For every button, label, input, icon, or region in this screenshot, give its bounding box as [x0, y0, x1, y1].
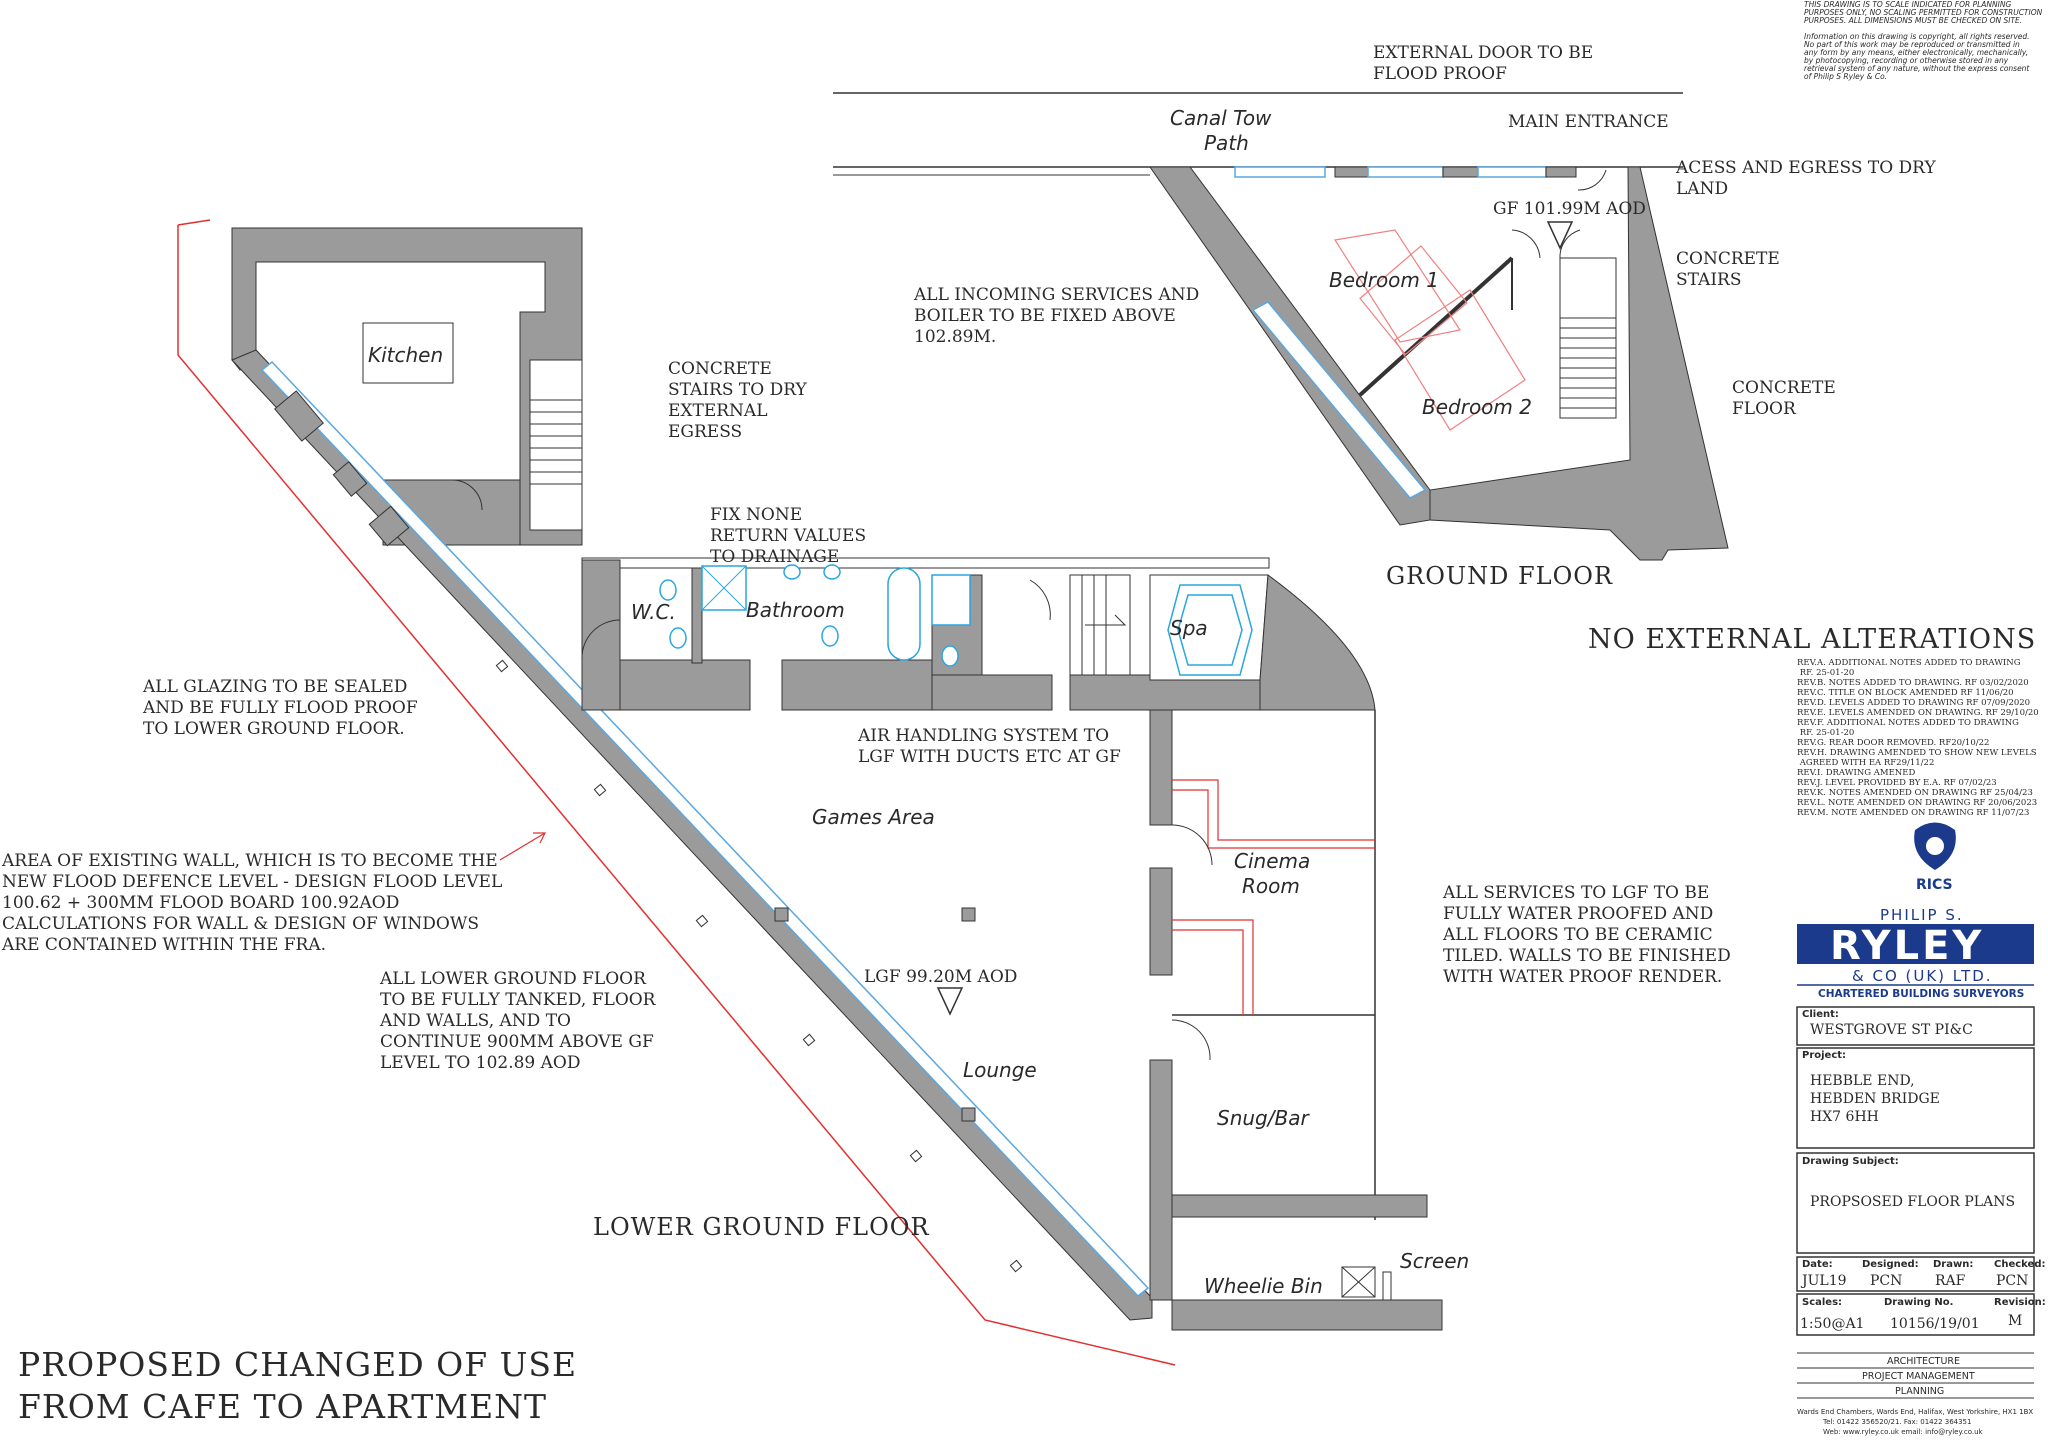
- room-bedroom-1: Bedroom 1: [1329, 268, 1439, 292]
- service-planning: PLANNING: [1895, 1386, 1944, 1397]
- scales-label: Scales:: [1802, 1297, 1842, 1308]
- designed-label: Designed:: [1862, 1259, 1919, 1270]
- heading-ground-floor: GROUND FLOOR: [1386, 562, 1613, 590]
- room-snug-bar: Snug/Bar: [1217, 1106, 1310, 1130]
- drawing-no-label: Drawing No.: [1884, 1297, 1953, 1308]
- date-label: Date:: [1802, 1259, 1833, 1270]
- service-architecture: ARCHITECTURE: [1887, 1356, 1960, 1367]
- note-existing-wall: AREA OF EXISTING WALL, WHICH IS TO BECOM…: [1, 851, 502, 955]
- ground-floor-plan: [833, 92, 1729, 561]
- svg-text:& CO (UK) LTD.: & CO (UK) LTD.: [1852, 967, 1993, 985]
- lower-ground-floor-plan: [177, 219, 1443, 1366]
- revision-value: M: [2008, 1313, 2022, 1329]
- drawn-label: Drawn:: [1933, 1259, 1973, 1270]
- service-project-management: PROJECT MANAGEMENT: [1862, 1371, 1975, 1382]
- heading-lower-ground-floor: LOWER GROUND FLOOR: [593, 1213, 930, 1241]
- rics-logo: RICS: [1914, 822, 1956, 893]
- title-block: RICS PHILIP S. RYLEY & CO (UK) LTD. CHAR…: [1796, 822, 2046, 1436]
- scale-value: 1:50@A1: [1800, 1316, 1864, 1332]
- copyright-text: THIS DRAWING IS TO SCALE INDICATED FOR P…: [1804, 0, 2043, 81]
- svg-text:PHILIP S.: PHILIP S.: [1880, 906, 1964, 924]
- subject-value: PROPSOSED FLOOR PLANS: [1810, 1194, 2015, 1210]
- copyright-notice: THIS DRAWING IS TO SCALE INDICATED FOR P…: [1804, 0, 2043, 81]
- ryley-logo: PHILIP S. RYLEY & CO (UK) LTD. CHARTERED…: [1797, 906, 2034, 1000]
- drawn-value: RAF: [1935, 1273, 1966, 1289]
- room-labels: Kitchen Bedroom 1 Bedroom 2 W.C. Bathroo…: [368, 268, 1532, 1298]
- checked-label: Checked:: [1994, 1259, 2046, 1270]
- room-lounge: Lounge: [963, 1058, 1037, 1082]
- svg-text:RICS: RICS: [1916, 877, 1953, 893]
- existing-wall-leader: [499, 832, 546, 861]
- note-main-entrance: MAIN ENTRANCE: [1508, 112, 1669, 132]
- project-label: Project:: [1802, 1050, 1846, 1061]
- svg-text:RYLEY: RYLEY: [1830, 923, 1984, 969]
- date-value: JUL19: [1800, 1273, 1847, 1289]
- lgf-level-label: LGF 99.20M AOD: [864, 967, 1017, 987]
- room-wheelie-bin: Wheelie Bin: [1204, 1274, 1323, 1298]
- revision-list: REV.A. ADDITIONAL NOTES ADDED TO DRAWING…: [1797, 658, 2039, 818]
- room-games-area: Games Area: [812, 805, 935, 829]
- client-label: Client:: [1802, 1009, 1839, 1020]
- room-spa: Spa: [1170, 616, 1208, 640]
- designed-value: PCN: [1870, 1273, 1902, 1289]
- gf-level-label: GF 101.99M AOD: [1493, 199, 1646, 219]
- drawing-no-value: 10156/19/01: [1890, 1316, 1980, 1332]
- room-bathroom: Bathroom: [746, 598, 845, 622]
- checked-value: PCN: [1996, 1273, 2028, 1289]
- client-value: WESTGROVE ST PI&C: [1810, 1022, 1973, 1038]
- room-wc: W.C.: [631, 600, 676, 624]
- revision-text: REV.A. ADDITIONAL NOTES ADDED TO DRAWING…: [1797, 658, 2039, 818]
- firm-address: Wards End Chambers, Wards End, Halifax, …: [1797, 1408, 2033, 1436]
- no-external-alterations: NO EXTERNAL ALTERATIONS: [1588, 624, 2036, 655]
- room-bedroom-2: Bedroom 2: [1422, 395, 1532, 419]
- room-kitchen: Kitchen: [368, 343, 443, 367]
- svg-text:CHARTERED BUILDING SURVEYORS: CHARTERED BUILDING SURVEYORS: [1818, 988, 2024, 1000]
- subject-label: Drawing Subject:: [1802, 1156, 1899, 1167]
- revision-label: Revision:: [1994, 1297, 2046, 1308]
- label-screen: Screen: [1400, 1249, 1469, 1273]
- existing-wall-leader-head: [533, 832, 546, 844]
